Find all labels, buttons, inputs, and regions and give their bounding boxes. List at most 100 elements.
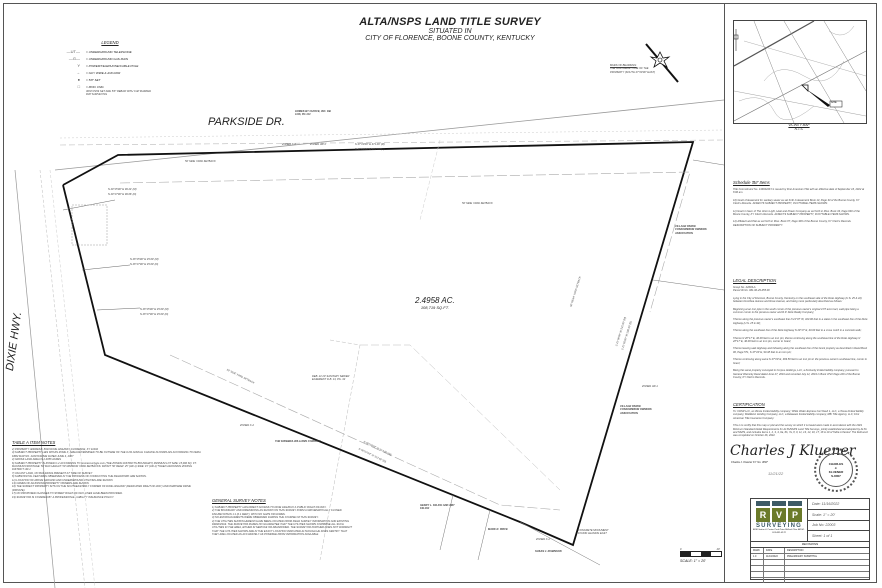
note-item: 1) SUBJECT PROPERTY HAS DIRECT ACCESS TO… bbox=[212, 506, 327, 509]
zone-label: ZONED C-2 bbox=[536, 538, 550, 541]
scale-bar-icon bbox=[680, 551, 722, 558]
note-item: 2) PROPERTY ADDRESS: 8023 DIXIE HIGHWAY,… bbox=[12, 448, 99, 451]
survey-title: ALTA/NSPS LAND TITLE SURVEY bbox=[359, 16, 541, 28]
legend-item: Y= POWER/TELEPHONE/CABLE POLE bbox=[50, 62, 170, 69]
general-notes-heading: GENERAL SURVEY NOTES bbox=[212, 498, 266, 503]
note-item: 7) VACANT LAND, NO BUILDINGS PRESENT AT … bbox=[12, 471, 93, 475]
schedule-b-items: Schedule 'BII' Items Title Commitment No… bbox=[733, 180, 868, 231]
rvp-surveying-logo: R V P SURVEYING 6236 Sutton & Centre Par… bbox=[751, 499, 808, 541]
table-row: 1.0 11/16/2022 PRELIMINARY SUBMITTAL bbox=[751, 554, 869, 560]
site-pointer-icon bbox=[806, 89, 830, 107]
tb-date: Date: 11/16/2022 bbox=[808, 499, 869, 510]
bearing-north-measured: S 47°20'00" E 471.00' (M) bbox=[355, 143, 385, 146]
legend-heading: LEGEND bbox=[101, 40, 119, 45]
note-item: 3) SUBJECT PROPERTY LIES WITHIN ZONE X, … bbox=[12, 451, 201, 458]
note-item: 6) SUBJECT PROPERTY IS ZONED C-2 ACCORDI… bbox=[12, 461, 197, 472]
note-item: 16) THE SUBJECT PROPERTY SITS ON THE SOU… bbox=[12, 485, 191, 492]
zone-label: ZONED C-2 bbox=[282, 143, 296, 146]
graphic-scale: 0 20' SCALE: 1" = 20' bbox=[680, 548, 722, 564]
adjoiner-label: MARK R. PRICE bbox=[488, 528, 508, 531]
iron-pin-set-icon: ● bbox=[77, 77, 80, 82]
title-block: R V P SURVEYING 6236 Sutton & Centre Par… bbox=[750, 498, 870, 542]
note-item: 17) NO PROPOSED CHANGES TO STREET RIGHT-… bbox=[12, 492, 123, 496]
vicinity-map-caption: VICINITY MAP N.T.S. bbox=[788, 123, 810, 131]
legal-description-heading: LEGAL DESCRIPTION bbox=[733, 278, 777, 283]
legend-item: →= GUY WIRE & ANCHOR bbox=[50, 69, 170, 76]
bearing-north-deed: S 47°20'00" E 469.50' (D) bbox=[355, 148, 385, 151]
legend-item: —UT—= UNDERGROUND TELEPHONE bbox=[50, 48, 170, 55]
adjoiner-label: SUSAN J. ROBINSON bbox=[535, 550, 562, 553]
bearing-west-3-m: N 28°15'00" E 45.00' (M) bbox=[140, 308, 169, 311]
note-item: 3) NO ENCROACHMENTS WERE OBSERVED DURING… bbox=[212, 516, 319, 520]
vicinity-map-streets bbox=[733, 20, 867, 124]
monument-found-icon: □ bbox=[77, 84, 80, 89]
signature-date: 11/21/22 bbox=[768, 471, 784, 476]
survey-plat-drawing bbox=[14, 43, 724, 588]
surveyor-name: Charles J. Kluener KY No. 3807 bbox=[731, 461, 768, 464]
zone-label: ZONED UR-1 bbox=[642, 385, 658, 388]
zone-label: ZONED UR-1 bbox=[310, 143, 326, 146]
note-item: 13) NAMES OF ADJOINING PROPERTY OWNERS A… bbox=[12, 482, 90, 486]
legal-description: LEGAL DESCRIPTION Group No. 22003-A Parc… bbox=[733, 278, 868, 379]
tb-scale: Scale: 1" = 20' bbox=[808, 510, 869, 521]
adjoiner-label: VILLAGE PARKE CONDOMINIUM OWNERS ASSOCIA… bbox=[620, 405, 652, 415]
note-item: 4) GROSS LAND AREA IS 2.4958 ACRES bbox=[12, 458, 62, 462]
note-item: 19) SURVEYOR IS COVERED BY A PROFESSIONA… bbox=[12, 495, 115, 499]
utility-pole-icon: Y bbox=[77, 63, 80, 68]
legend-item: ●= 5/8" SET bbox=[50, 76, 170, 83]
basis-of-bearings: BASIS OF BEARINGS: THE NORTHEAST LINE OF… bbox=[610, 64, 656, 74]
adjoiner-label: GERRY L. FELICE AND AMY FELICE bbox=[420, 504, 455, 511]
legend-item: □= MON. FND. bbox=[50, 83, 170, 90]
table-row bbox=[751, 566, 869, 572]
site-label: SITE bbox=[831, 101, 837, 104]
road-label-parkside: PARKSIDE DR. bbox=[208, 116, 285, 128]
bearing-west-1-d: N 29°17'00" E 90.06' (D) bbox=[108, 193, 137, 196]
note-item: 11) LOCATION OF ABOVE GROUND AND UNDERGR… bbox=[12, 478, 114, 482]
telephone-line-icon: —UT— bbox=[66, 49, 80, 54]
monument-label: CONCRETE MONUMENT FOUND LEANING EAST bbox=[578, 529, 609, 536]
table-a-heading: TABLE A ITEM NOTES bbox=[12, 440, 56, 445]
table-row bbox=[751, 578, 869, 583]
note-item: 4) THE UTILITIES SHOWN HEREON HAVE BEEN … bbox=[212, 519, 352, 537]
area-callout: 2.4958 AC. 108,719 SQ.FT. bbox=[415, 296, 455, 310]
setback-label: 50' SIDE YARD SETBACK bbox=[185, 160, 216, 163]
zone-label: ZONED C-2 bbox=[240, 424, 254, 427]
survey-location: CITY OF FLORENCE, BOONE COUNTY, KENTUCKY bbox=[365, 35, 535, 42]
company-address: 6236 Sutton & Centre Park Drive Milford … bbox=[752, 529, 806, 534]
bearing-west-3-d: N 28°17'00" E 45.00' (D) bbox=[140, 313, 169, 316]
legend-note: IRON PINS SET ARE 5/8" REBAR WITH CAP MA… bbox=[86, 90, 152, 97]
sheet-divider bbox=[724, 3, 725, 583]
legend-item: —G—= UNDERGROUND GAS MAIN bbox=[50, 55, 170, 62]
vicinity-map: SITE bbox=[733, 20, 867, 124]
adjoiner-label: VILLAGE PARKE CONDOMINIUM OWNERS ASSOCIA… bbox=[675, 225, 707, 235]
surveyor-seal-icon: CHARLES J. KLUENER S-8007 bbox=[814, 448, 858, 492]
adjoiner-label: THE DIXIEBRA-WILLIAMS COMPANY bbox=[275, 440, 321, 443]
survey-title-block: ALTA/NSPS LAND TITLE SURVEY SITUATED IN … bbox=[300, 16, 600, 42]
guy-wire-icon: → bbox=[76, 70, 80, 75]
scale-label: SCALE: 1" = 20' bbox=[680, 559, 706, 564]
table-a-notes: TABLE A ITEM NOTES 2) PROPERTY ADDRESS: … bbox=[12, 440, 202, 499]
adjoiner-label: HOMES BY CHOICE, INC. DB 1116, PG 113 bbox=[295, 110, 331, 117]
tb-sheet: Sheet: 1 of 1 bbox=[812, 534, 833, 539]
note-item: 8) SUBSTANTIAL FEATURES OBSERVED IN THE … bbox=[12, 475, 147, 479]
table-row bbox=[751, 572, 869, 578]
revisions-header: MARK DATE DESCRIPTION bbox=[751, 548, 869, 554]
bearing-west-2-d: N 28°17'00" E 45.00' (D) bbox=[130, 263, 159, 266]
setback-label: 50' SIDE YARD SETBACK bbox=[462, 202, 493, 205]
revisions-title: REVISIONS bbox=[751, 542, 869, 548]
table-row bbox=[751, 560, 869, 566]
title-block-info: Date: 11/16/2022 Scale: 1" = 20' Job No:… bbox=[808, 499, 869, 541]
company-name: SURVEYING bbox=[755, 523, 803, 529]
certification: CERTIFICATION To: CDNP LLC, an Illinois … bbox=[733, 402, 868, 438]
schedule-b-heading: Schedule 'BII' Items bbox=[733, 180, 770, 185]
north-arrow-icon bbox=[645, 43, 679, 83]
note-item: 2) THE BOUNDARY AND DIMENSIONS AS SHOWN … bbox=[212, 509, 342, 516]
bearing-west-2-m: N 28°15'00" E 45.00' (M) bbox=[130, 258, 159, 261]
survey-situated: SITUATED IN bbox=[428, 28, 472, 35]
gas-line-icon: —G— bbox=[68, 56, 80, 61]
legend: LEGEND —UT—= UNDERGROUND TELEPHONE —G—= … bbox=[50, 40, 170, 97]
general-survey-notes: GENERAL SURVEY NOTES 1) SUBJECT PROPERTY… bbox=[212, 498, 352, 537]
tb-job-no: Job No: 22003 bbox=[808, 521, 869, 532]
area-sqft: 108,719 SQ.FT. bbox=[420, 305, 449, 310]
logo-bars-icon bbox=[756, 501, 802, 506]
